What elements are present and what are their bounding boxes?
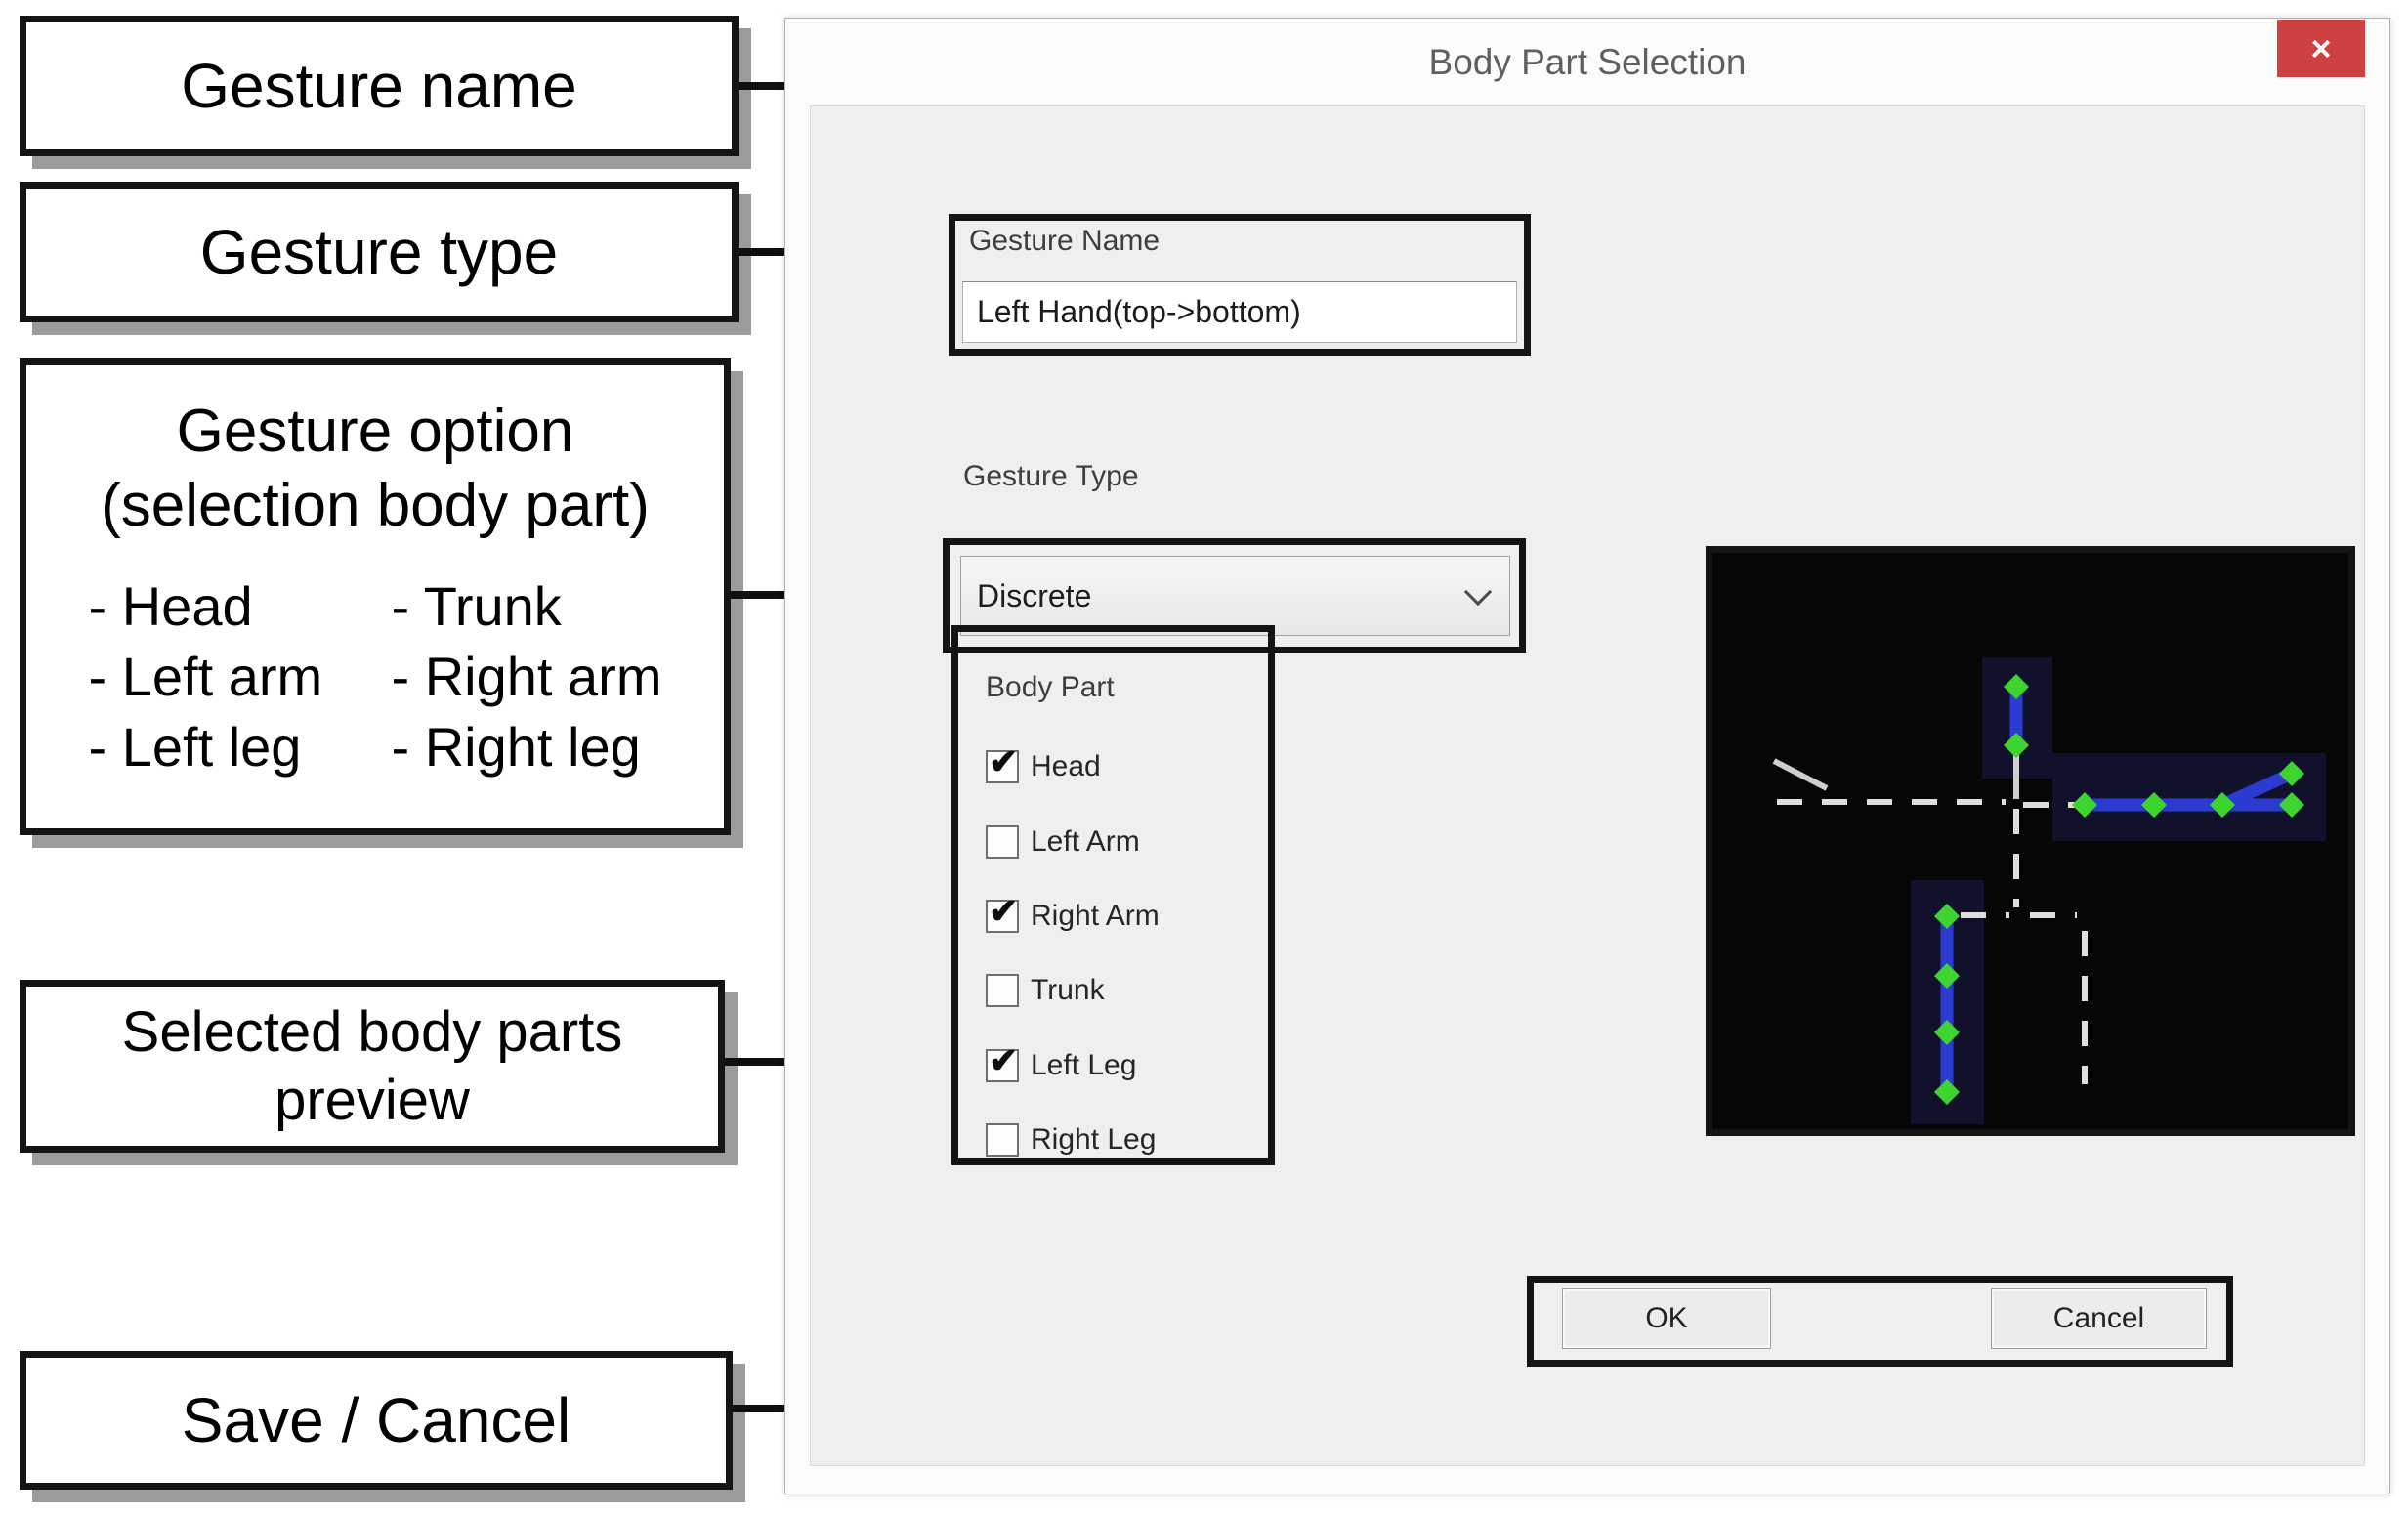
callout-gesture-name: Gesture name — [20, 16, 739, 156]
body-part-row-right-leg: Right Leg — [986, 1120, 1156, 1159]
buttons-highlight-rect: OK Cancel — [1527, 1276, 2233, 1367]
callout-preview: Selected body parts preview — [20, 980, 725, 1153]
cancel-button[interactable]: Cancel — [1991, 1288, 2207, 1349]
gesture-name-input[interactable]: Left Hand(top->bottom) — [962, 281, 1517, 343]
callout-save-cancel-label: Save / Cancel — [181, 1384, 571, 1455]
body-parts-preview — [1706, 546, 2355, 1136]
callout-option-col1: - Left arm — [88, 645, 323, 707]
body-part-row-left-leg: ✔ Left Leg — [986, 1043, 1137, 1085]
callout-option-col2: - Right leg — [391, 715, 641, 778]
gesture-name-value: Left Hand(top->bottom) — [977, 294, 1301, 329]
body-part-row-head: ✔ Head — [986, 744, 1101, 786]
body-part-row-right-arm: ✔ Right Arm — [986, 894, 1160, 936]
ok-button[interactable]: OK — [1562, 1288, 1771, 1349]
checkmark-icon: ✔ — [989, 891, 1019, 931]
dialog-title: Body Part Selection — [1428, 42, 1747, 82]
checkbox-label: Trunk — [1031, 974, 1105, 1006]
skeleton-preview-graphic — [1772, 657, 2326, 1124]
cancel-button-label: Cancel — [2052, 1302, 2145, 1334]
checkbox-label: Head — [1031, 750, 1101, 782]
chevron-down-icon — [1463, 577, 1493, 607]
callout-option-col1: - Head — [88, 575, 253, 638]
body-part-selection-dialog: Body Part Selection × Gesture Name Left … — [784, 18, 2390, 1494]
callout-gesture-type: Gesture type — [20, 182, 739, 322]
body-part-row-trunk: Trunk — [986, 971, 1105, 1010]
callout-gesture-option-row: - Left leg - Right leg — [89, 712, 662, 782]
checkbox-right-arm[interactable]: ✔ — [986, 894, 1019, 933]
checkbox-label: Right Leg — [1031, 1123, 1157, 1156]
callout-option-col1: - Left leg — [88, 715, 302, 778]
checkbox-label: Left Leg — [1031, 1049, 1137, 1081]
checkmark-icon: ✔ — [989, 741, 1019, 781]
checkbox-trunk[interactable] — [986, 974, 1019, 1007]
checkbox-label: Left Arm — [1031, 825, 1140, 858]
callout-gesture-type-label: Gesture type — [199, 216, 559, 287]
checkbox-head[interactable]: ✔ — [986, 744, 1019, 783]
body-part-group-label: Body Part — [986, 671, 1115, 703]
gesture-type-highlight-rect: Discrete — [943, 538, 1526, 653]
close-icon: × — [2310, 27, 2332, 68]
gesture-type-label: Gesture Type — [963, 460, 1139, 492]
callout-save-cancel: Save / Cancel — [20, 1351, 733, 1490]
close-button[interactable]: × — [2277, 20, 2365, 77]
gesture-type-selected-value: Discrete — [977, 577, 1092, 613]
callout-option-col2: - Right arm — [391, 645, 662, 707]
callout-gesture-option-row: - Head - Trunk — [89, 571, 662, 642]
callout-preview-line2: preview — [275, 1068, 470, 1132]
callout-gesture-option: Gesture option (selection body part) - H… — [20, 358, 731, 835]
checkbox-left-leg[interactable]: ✔ — [986, 1043, 1019, 1082]
checkmark-icon: ✔ — [989, 1040, 1019, 1080]
callout-gesture-option-list: - Head- Trunk- Left arm- Right arm- Left… — [89, 571, 662, 781]
callout-gesture-name-label: Gesture name — [181, 50, 577, 121]
callout-gesture-option-title2: (selection body part) — [101, 471, 650, 539]
body-part-row-left-arm: Left Arm — [986, 822, 1140, 862]
checkbox-left-arm[interactable] — [986, 825, 1019, 859]
callout-gesture-option-title1: Gesture option — [176, 398, 574, 465]
checkbox-right-leg[interactable] — [986, 1123, 1019, 1157]
gesture-name-highlight-rect: Gesture Name Left Hand(top->bottom) — [949, 214, 1531, 356]
checkbox-label: Right Arm — [1031, 900, 1160, 932]
gesture-name-label: Gesture Name — [969, 225, 1161, 257]
ok-button-label: OK — [1645, 1302, 1688, 1334]
callout-option-col2: - Trunk — [391, 575, 562, 638]
gesture-type-dropdown[interactable]: Discrete — [960, 556, 1510, 636]
callout-preview-line1: Selected body parts — [121, 999, 623, 1064]
callout-gesture-option-row: - Left arm - Right arm — [89, 642, 662, 712]
